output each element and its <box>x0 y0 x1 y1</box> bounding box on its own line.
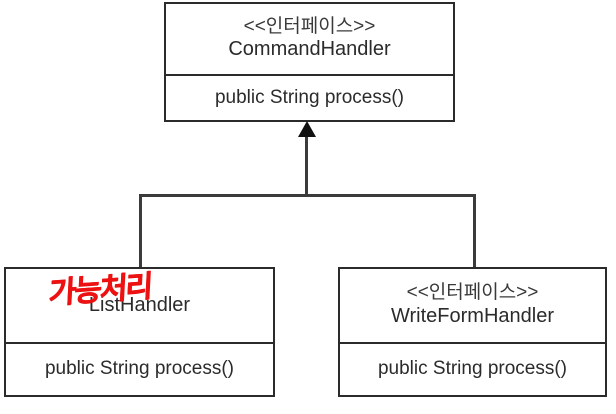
classname-list-handler: ListHandler <box>88 293 191 316</box>
uml-members-write-form-handler: public String process() <box>340 343 605 395</box>
uml-members-list-handler: public String process() <box>6 343 273 395</box>
uml-divider-write-form-handler <box>340 341 605 344</box>
connector-stem-vertical <box>305 134 308 197</box>
uml-header-write-form-handler: <<인터페이스>> WriteFormHandler <box>340 269 605 342</box>
uml-header-list-handler: ListHandler <box>6 269 273 342</box>
uml-class-command-handler[interactable]: <<인터페이스>> CommandHandler public String p… <box>164 2 455 122</box>
connector-crossbar-horizontal <box>139 194 476 197</box>
classname-command-handler: CommandHandler <box>228 38 391 61</box>
classname-write-form-handler: WriteFormHandler <box>391 304 554 327</box>
member-list-handler-process: public String process() <box>44 358 235 380</box>
uml-header-command-handler: <<인터페이스>> CommandHandler <box>166 4 453 74</box>
member-command-handler-process: public String process() <box>214 86 405 108</box>
uml-divider-list-handler <box>6 341 273 344</box>
member-write-form-handler-process: public String process() <box>377 358 568 380</box>
generalization-arrowhead-icon <box>298 121 316 137</box>
uml-class-write-form-handler[interactable]: <<인터페이스>> WriteFormHandler public String… <box>338 267 607 397</box>
connector-drop-right <box>473 194 476 269</box>
uml-class-list-handler[interactable]: ListHandler public String process() <box>4 267 275 397</box>
stereotype-command-handler: <<인터페이스>> <box>243 15 376 37</box>
uml-divider-command-handler <box>166 73 453 76</box>
connector-drop-left <box>139 194 142 269</box>
stereotype-write-form-handler: <<인터페이스>> <box>406 282 539 304</box>
uml-members-command-handler: public String process() <box>166 75 453 120</box>
